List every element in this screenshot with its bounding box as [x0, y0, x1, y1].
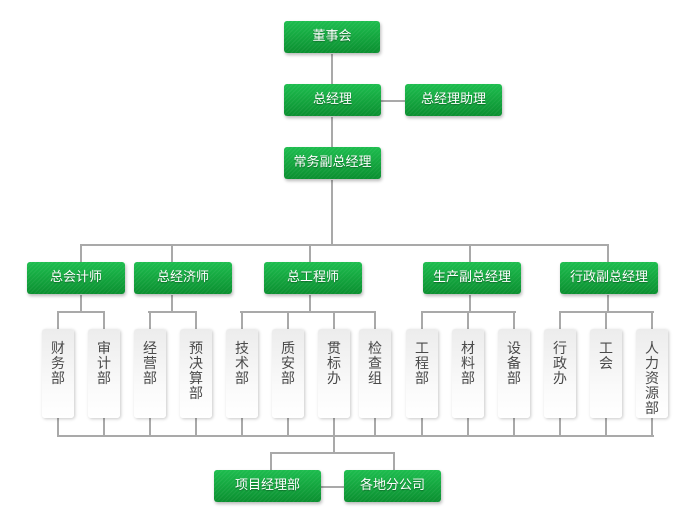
connector-dept-up: [467, 311, 469, 329]
connector-chief-drop-5: [607, 244, 609, 262]
connector-chief3-bar: [240, 311, 376, 313]
connector-bottom-link: [321, 486, 344, 488]
connector-dept-down: [605, 418, 607, 436]
connector-dept-down: [374, 418, 376, 436]
department-box[interactable]: 材料部: [452, 329, 484, 418]
department-box[interactable]: 工程部: [406, 329, 438, 418]
connector-dept-down: [103, 418, 105, 436]
connector-chief5-down: [607, 295, 609, 312]
department-box[interactable]: 检查组: [359, 329, 391, 418]
department-box[interactable]: 财务部: [42, 329, 74, 418]
department-box[interactable]: 人力资源部: [636, 329, 668, 418]
connector-dept-down: [57, 418, 59, 436]
connector-gm-deputy: [331, 117, 333, 147]
node-executive-deputy[interactable]: 常务副总经理: [284, 147, 381, 179]
department-box[interactable]: 工会: [590, 329, 622, 418]
connector-bottom-drop-1: [270, 452, 272, 470]
connector-dept-up: [287, 311, 289, 329]
node-chief-engineer[interactable]: 总工程师: [264, 262, 362, 294]
node-branch-companies[interactable]: 各地分公司: [344, 470, 441, 502]
connector-chief5-bar: [560, 311, 654, 313]
department-box[interactable]: 技术部: [226, 329, 258, 418]
node-gm-assistant[interactable]: 总经理助理: [405, 84, 502, 116]
connector-gm-assistant: [381, 100, 405, 102]
connector-bottom-trunk: [333, 435, 335, 453]
department-label: 质安部: [281, 341, 295, 387]
department-label: 经营部: [143, 341, 157, 387]
node-board[interactable]: 董事会: [284, 21, 380, 53]
connector-dept-down: [287, 418, 289, 436]
node-chief-accountant[interactable]: 总会计师: [27, 262, 125, 294]
connector-chief-drop-4: [469, 244, 471, 262]
connector-dept-up: [651, 311, 653, 329]
connector-dept-up: [57, 311, 59, 329]
connector-chief-drop-1: [80, 244, 82, 262]
connector-dept-down: [651, 418, 653, 436]
connector-dept-up: [559, 311, 561, 329]
department-label: 设备部: [507, 341, 521, 387]
connector-bottom-drop-2: [393, 452, 395, 470]
connector-dept-up: [374, 311, 376, 329]
department-label: 工程部: [415, 341, 429, 387]
department-box[interactable]: 质安部: [272, 329, 304, 418]
connector-dept-down: [195, 418, 197, 436]
connector-dept-up: [605, 311, 607, 329]
connector-dept-down: [513, 418, 515, 436]
node-admin-vp[interactable]: 行政副总经理: [560, 262, 658, 294]
department-label: 工会: [599, 341, 613, 372]
connector-dept-up: [103, 311, 105, 329]
department-box[interactable]: 贯标办: [318, 329, 350, 418]
connector-board-gm: [331, 54, 333, 84]
department-box[interactable]: 经营部: [134, 329, 166, 418]
node-production-vp[interactable]: 生产副总经理: [423, 262, 521, 294]
department-label: 行政办: [553, 341, 567, 387]
connector-dept-up: [241, 311, 243, 329]
connector-chief-drop-3: [309, 244, 311, 262]
connector-chief2-bar: [148, 311, 196, 313]
connector-chief-drop-2: [171, 244, 173, 262]
connector-dept-up: [421, 311, 423, 329]
connector-chiefs-bar: [80, 244, 609, 246]
connector-dept-down: [149, 418, 151, 436]
node-chief-economist[interactable]: 总经济师: [134, 262, 232, 294]
department-label: 预决算部: [189, 341, 203, 402]
connector-dept-down: [467, 418, 469, 436]
connector-dept-up: [195, 311, 197, 329]
connector-dept-down: [333, 418, 335, 436]
connector-chief4-down: [469, 295, 471, 312]
department-label: 人力资源部: [645, 341, 659, 417]
connector-dept-down: [241, 418, 243, 436]
department-box[interactable]: 设备部: [498, 329, 530, 418]
connector-dept-up: [333, 311, 335, 329]
connector-chief4-bar: [422, 311, 516, 313]
connector-dept-down: [559, 418, 561, 436]
department-label: 检查组: [368, 341, 382, 387]
connector-deputy-trunk: [331, 180, 333, 246]
connector-dept-down: [421, 418, 423, 436]
node-project-management[interactable]: 项目经理部: [214, 470, 321, 502]
connector-dept-up: [149, 311, 151, 329]
department-label: 贯标办: [327, 341, 341, 387]
department-label: 技术部: [235, 341, 249, 387]
connector-chief3-down: [309, 295, 311, 312]
department-box[interactable]: 预决算部: [180, 329, 212, 418]
node-general-manager[interactable]: 总经理: [284, 84, 381, 116]
connector-chief2-down: [171, 295, 173, 312]
connector-departments-bar: [57, 435, 654, 437]
department-label: 审计部: [97, 341, 111, 387]
department-box[interactable]: 审计部: [88, 329, 120, 418]
department-box[interactable]: 行政办: [544, 329, 576, 418]
connector-dept-up: [513, 311, 515, 329]
connector-chief1-bar: [57, 311, 105, 313]
connector-chief1-down: [80, 295, 82, 312]
department-label: 财务部: [51, 341, 65, 387]
connector-bottom-bar: [270, 452, 395, 454]
department-label: 材料部: [461, 341, 475, 387]
